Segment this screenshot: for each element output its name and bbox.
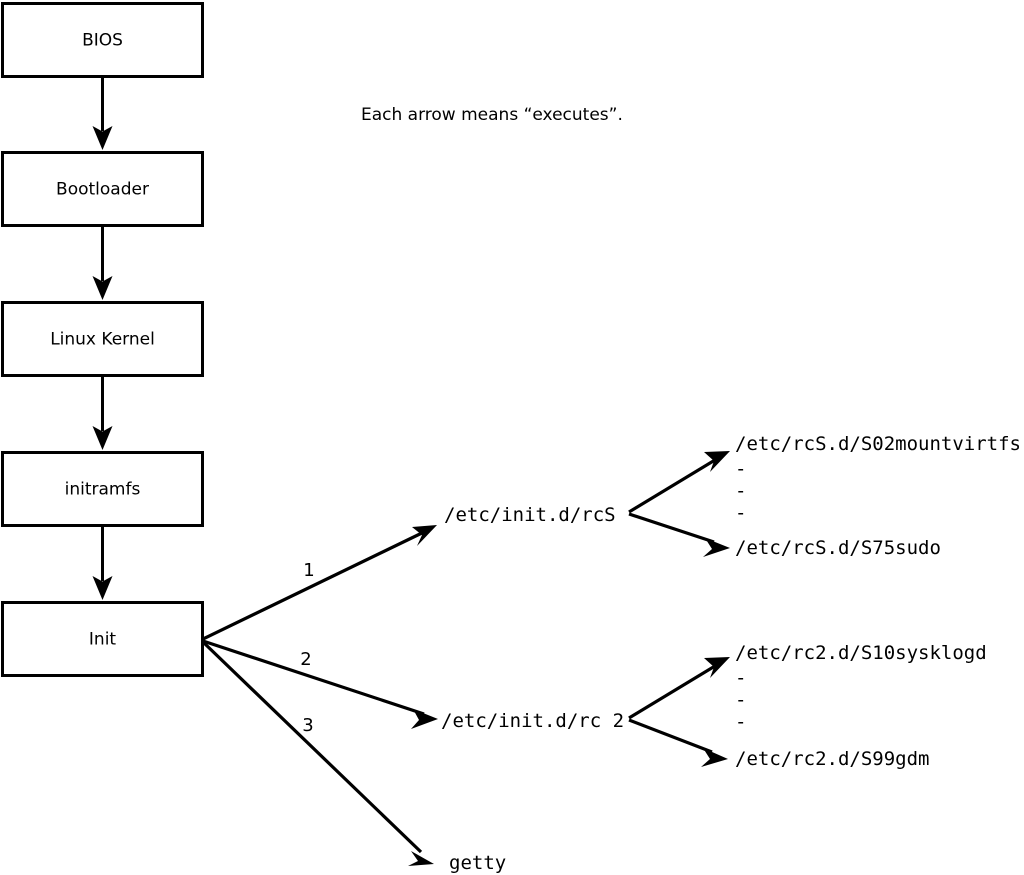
node-bios-label: BIOS	[82, 31, 123, 51]
arrow-bootloader-to-kernel	[92, 225, 113, 300]
node-init-label: Init	[89, 630, 117, 650]
arrowhead	[704, 451, 730, 472]
node-initramfs[interactable]: initramfs	[1, 451, 204, 527]
rcs-ellipsis-dash-1: -	[735, 458, 746, 480]
arrowhead	[412, 525, 437, 546]
rc2-ellipsis-dash-1: -	[735, 667, 746, 689]
arrowhead	[704, 657, 730, 678]
vertical-arrows-group	[92, 76, 113, 600]
label-rc2-first-script[interactable]: /etc/rc2.d/S10sysklogd	[735, 642, 987, 664]
node-init[interactable]: Init	[1, 601, 204, 677]
arrow-rc2-to-first	[628, 657, 730, 720]
rc2-ellipsis-dash-3: -	[735, 711, 746, 733]
rc2-fanout-group: /etc/rc2.d/S10sysklogd - - - /etc/rc2.d/…	[628, 642, 987, 770]
arrowhead	[408, 851, 434, 866]
arrow-rcs-to-last	[628, 512, 730, 557]
node-linux-kernel[interactable]: Linux Kernel	[1, 301, 204, 377]
edge-number-3: 3	[302, 715, 313, 736]
rc2-ellipsis-dash-2: -	[735, 689, 746, 711]
label-getty[interactable]: getty	[449, 852, 506, 874]
edge-number-1: 1	[303, 560, 314, 581]
arrow-kernel-to-initramfs	[92, 375, 113, 450]
arrow-init-to-rcs	[202, 525, 437, 641]
arrowhead	[92, 276, 113, 300]
node-initramfs-rect	[1, 451, 204, 527]
node-linux-kernel-rect	[1, 301, 204, 377]
label-init-d-rc2[interactable]: /etc/init.d/rc 2	[441, 710, 624, 732]
label-rcs-first-script[interactable]: /etc/rcS.d/S02mountvirtfs	[735, 433, 1021, 455]
label-rc2-last-script[interactable]: /etc/rc2.d/S99gdm	[735, 748, 929, 770]
arrow-initramfs-to-init	[92, 525, 113, 600]
arrowhead	[92, 126, 113, 150]
rcs-ellipsis-dash-3: -	[735, 502, 746, 524]
label-init-d-rcs[interactable]: /etc/init.d/rcS	[444, 504, 616, 526]
node-bootloader-label: Bootloader	[56, 180, 149, 200]
arrowhead	[703, 538, 730, 557]
init-fanout-group	[201, 525, 438, 866]
rcs-ellipsis-dash-2: -	[735, 480, 746, 502]
arrow-rcs-to-first	[628, 451, 730, 514]
node-init-rect	[1, 601, 204, 677]
node-bootloader[interactable]: Bootloader	[1, 151, 204, 227]
boot-chain-group: BIOS Bootloader Linux Kernel initramfs I…	[1, 2, 204, 677]
edge-number-2: 2	[300, 649, 311, 670]
edge-number-group: 1 2 3	[300, 560, 314, 736]
arrowhead	[92, 426, 113, 450]
arrow-rc2-to-last	[628, 718, 728, 767]
node-linux-kernel-label: Linux Kernel	[50, 330, 155, 350]
arrowhead	[701, 748, 728, 767]
mid-labels-group: /etc/init.d/rcS /etc/init.d/rc 2 getty	[441, 504, 624, 874]
arrow-init-to-rc2	[202, 639, 438, 729]
node-bios-rect	[1, 2, 204, 78]
node-initramfs-label: initramfs	[65, 480, 141, 500]
rcs-fanout-group: /etc/rcS.d/S02mountvirtfs - - - /etc/rcS…	[628, 433, 1021, 559]
node-bios[interactable]: BIOS	[1, 2, 204, 78]
arrowhead	[92, 576, 113, 600]
label-rcs-last-script[interactable]: /etc/rcS.d/S75sudo	[735, 537, 941, 559]
arrow-bios-to-bootloader	[92, 76, 113, 150]
arrow-init-to-getty	[201, 640, 434, 866]
legend-note: Each arrow means “executes”.	[361, 105, 623, 125]
arrowhead	[411, 709, 438, 729]
